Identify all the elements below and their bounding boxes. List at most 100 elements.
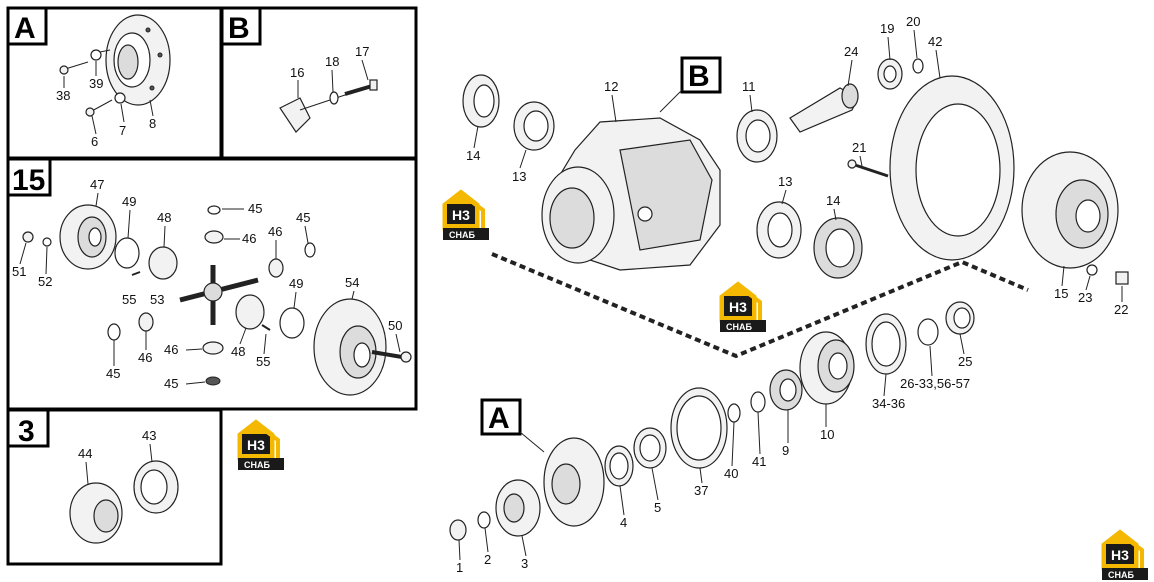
panel-3: 3 44 43: [6, 408, 223, 566]
bearing-cup-25: [945, 301, 975, 335]
washer-52: [42, 237, 52, 247]
label-48b: 48: [231, 344, 245, 359]
pin-55-right: [261, 324, 271, 331]
flange-yoke-44: [69, 482, 123, 544]
ring-40: [727, 403, 741, 423]
label-14: 14: [466, 148, 480, 163]
seal-14-left: [462, 74, 500, 128]
panel-15: 15: [6, 157, 418, 411]
panel-a-letter: A: [14, 12, 36, 45]
washer-39: [90, 49, 102, 61]
label-21: 21: [852, 140, 866, 155]
side-gear-48-right: [235, 294, 265, 330]
svg-text:СНАБ: СНАБ: [726, 322, 752, 332]
flange-part-8: [105, 14, 171, 106]
svg-text:СНАБ: СНАБ: [1108, 570, 1134, 580]
thrust-washer-49: [114, 237, 140, 269]
diff-case-half-47: [59, 204, 117, 270]
label-11: 11: [742, 79, 756, 94]
label-41: 41: [752, 454, 766, 469]
seal-5: [633, 427, 667, 469]
label-43: 43: [142, 428, 156, 443]
label-46d: 46: [164, 342, 178, 357]
label-34-36: 34-36: [872, 396, 905, 411]
svg-text:СНАБ: СНАБ: [449, 230, 475, 240]
label-19: 19: [880, 21, 894, 36]
label-48: 48: [157, 210, 171, 225]
gasket-34-36: [865, 313, 907, 375]
pinion-46-left: [138, 312, 154, 332]
label-45b: 45: [296, 210, 310, 225]
gasket-37: [670, 387, 728, 469]
panel-b-letter: B: [228, 12, 250, 45]
label-17: 17: [355, 44, 369, 59]
label-45d: 45: [164, 376, 178, 391]
assembly-chain-line: [491, 252, 1029, 359]
ring-20: [912, 58, 924, 74]
label-25: 25: [958, 354, 972, 369]
label-9: 9: [782, 443, 789, 458]
bearing-housing-10: [799, 331, 855, 405]
ring-gear-42: [889, 75, 1015, 261]
label-50: 50: [388, 318, 402, 333]
lock-plate-16: [279, 97, 311, 133]
label-46c: 46: [138, 350, 152, 365]
label-49b: 49: [289, 276, 303, 291]
spider-53: [179, 265, 259, 325]
logo-watermark-3: H3 СНАБ: [236, 418, 286, 472]
label-51: 51: [12, 264, 26, 279]
bearing-11: [736, 109, 778, 163]
washer-45-left: [107, 323, 121, 341]
label-45c: 45: [106, 366, 120, 381]
bolt-38: [59, 61, 89, 75]
label-55b: 55: [256, 354, 270, 369]
diff-case-half-54: [313, 298, 387, 396]
label-10: 10: [820, 427, 834, 442]
svg-text:B: B: [688, 60, 710, 93]
panel-3-letter: 3: [18, 415, 35, 448]
label-46b: 46: [268, 224, 282, 239]
bearing-13-left: [513, 101, 555, 151]
washer-45-top: [207, 205, 221, 215]
washer-45-bottom: [205, 376, 221, 386]
label-3: 3: [521, 556, 528, 571]
logo-watermark-2: H3 СНАБ: [718, 280, 768, 334]
label-20: 20: [906, 14, 920, 29]
seal-43: [133, 460, 179, 514]
washer-2: [477, 511, 491, 529]
diff-case-15: [1021, 151, 1119, 269]
label-1: 1: [456, 560, 463, 575]
label-23: 23: [1078, 290, 1092, 305]
label-49: 49: [122, 194, 136, 209]
label-22: 22: [1114, 302, 1128, 317]
shims-26-33: [917, 318, 939, 346]
washer-7: [114, 92, 126, 104]
pinion-46-right: [268, 258, 284, 278]
bolt-50: [371, 350, 403, 359]
label-40: 40: [724, 466, 738, 481]
label-24: 24: [844, 44, 858, 59]
callout-b: B: [659, 56, 722, 113]
nut-51: [22, 231, 34, 243]
svg-text:A: A: [488, 402, 510, 435]
washer-18: [329, 91, 339, 105]
label-39: 39: [89, 76, 103, 91]
nut-22: [1115, 271, 1129, 285]
label-38: 38: [56, 88, 70, 103]
panel-b: B 16 18 17: [220, 6, 418, 160]
seal-13-right: [756, 201, 802, 259]
pinion-shaft-24: [789, 83, 859, 133]
label-54: 54: [345, 275, 359, 290]
callout-a: A: [480, 398, 545, 453]
label-6: 6: [91, 134, 98, 149]
label-18: 18: [325, 54, 339, 69]
bearing-9: [769, 369, 803, 411]
label-37: 37: [694, 483, 708, 498]
ring-41: [750, 391, 766, 413]
main-assembly: B A 12 11 14 13 13 14 24 19 20 42 21 15 …: [449, 14, 1129, 575]
label-52: 52: [38, 274, 52, 289]
label-44: 44: [78, 446, 92, 461]
bolt-21: [851, 162, 889, 178]
svg-text:H3: H3: [452, 207, 470, 223]
